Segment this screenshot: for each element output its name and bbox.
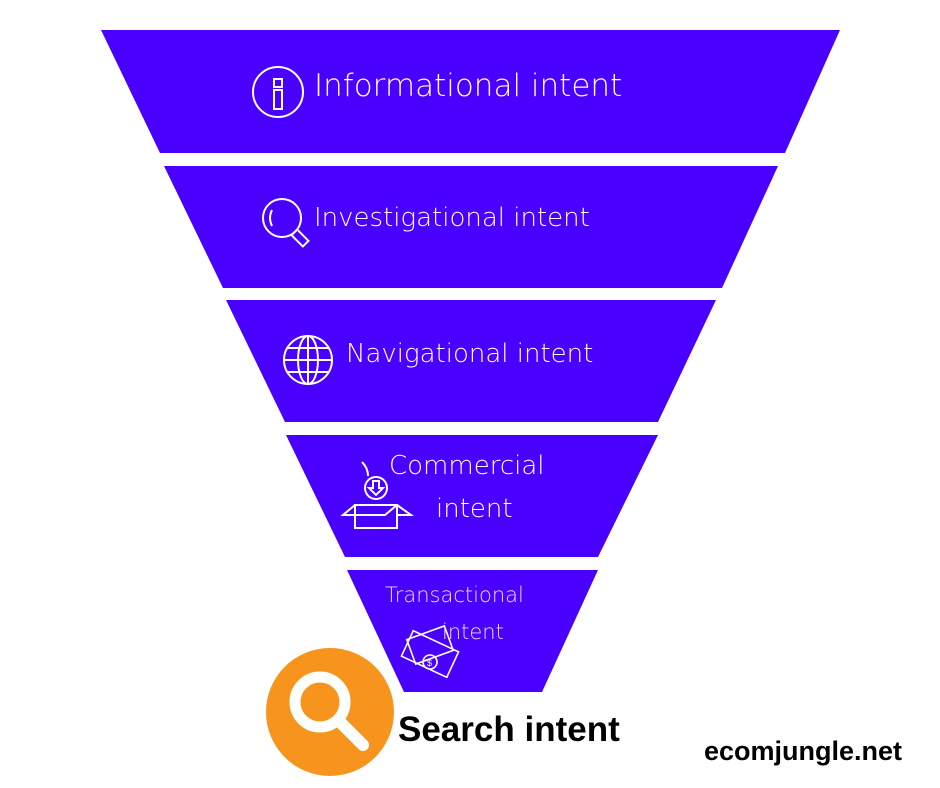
info-icon: [252, 66, 304, 118]
box-icon: [340, 461, 415, 529]
magnifier-icon: [262, 198, 310, 248]
level-label-informational: Informational intent: [314, 68, 623, 104]
funnel-level-navigational: [226, 300, 716, 422]
level-label-transactional-line1: Transactional: [385, 583, 524, 607]
level-label-commercial-line2: intent: [436, 494, 513, 524]
diagram-title: Search intent: [398, 710, 620, 749]
level-label-commercial-line1: Commercial: [389, 451, 545, 481]
globe-icon: [283, 335, 333, 385]
site-watermark: ecomjungle.net: [704, 736, 903, 766]
funnel-level-commercial: [286, 435, 658, 557]
funnel-level-informational: [101, 30, 840, 153]
funnel-level-transactional: [347, 570, 598, 692]
level-label-transactional-line2: intent: [442, 620, 504, 644]
search-logo-icon: [266, 648, 394, 776]
level-label-navigational: Navigational intent: [346, 339, 594, 369]
level-label-investigational: Investigational intent: [314, 203, 590, 233]
svg-text:$: $: [427, 658, 432, 668]
money-icon: $: [400, 624, 460, 679]
funnel-level-investigational: [164, 166, 778, 288]
